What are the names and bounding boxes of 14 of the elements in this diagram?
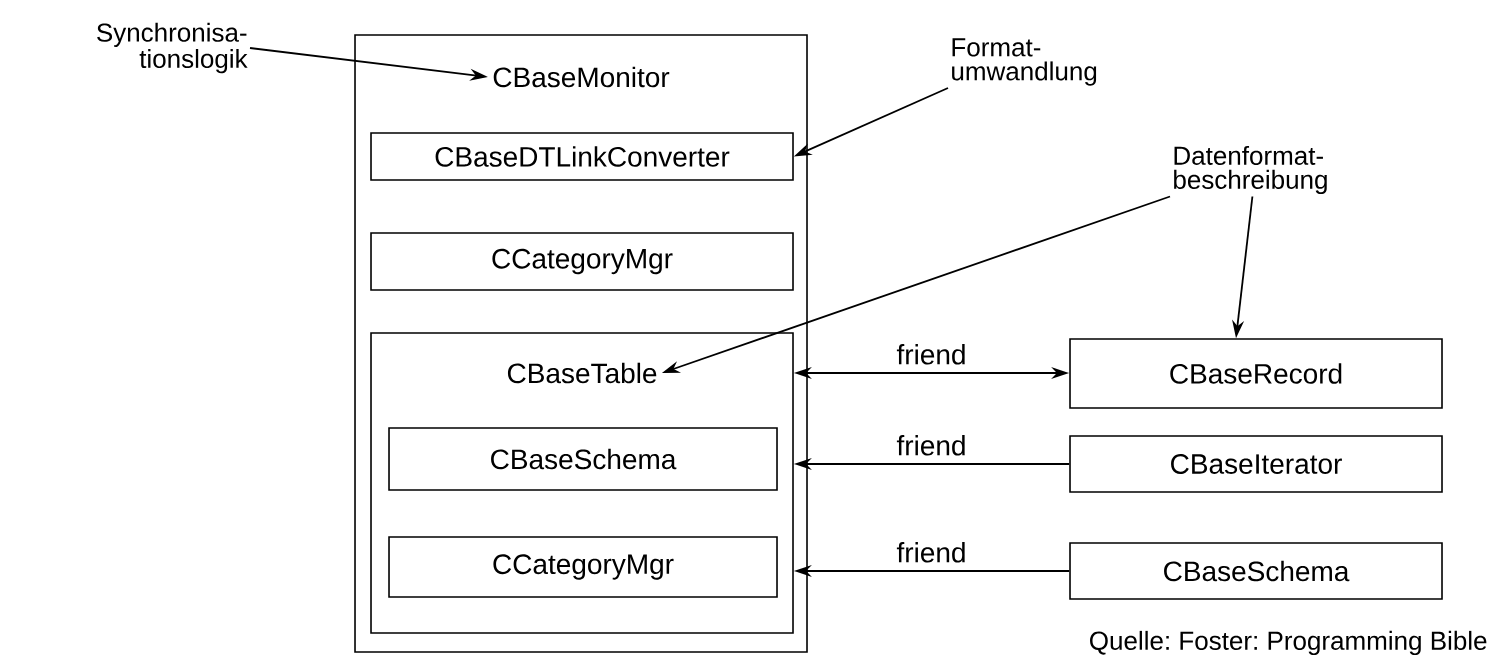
edge-label: friend <box>894 540 969 565</box>
source-note: Quelle: Foster: Programming Bible <box>1090 630 1487 656</box>
class-box: CCategoryMgr <box>370 232 794 291</box>
class-box: CBaseIterator <box>1069 435 1443 493</box>
edge-label: friend <box>894 433 969 458</box>
edge-label: friend <box>894 342 969 367</box>
annotation-text: Datenformat- beschreibung <box>1174 145 1327 195</box>
annotation-text: Synchronisa- tionslogik <box>97 22 248 74</box>
class-box: CBaseSchema <box>388 427 778 491</box>
class-box: CCategoryMgr <box>388 536 778 598</box>
class-box: CBaseSchema <box>1069 542 1443 600</box>
annotation-text: Format- umwandlung <box>952 38 1097 86</box>
class-box: CBaseRecord <box>1069 338 1443 409</box>
class-box: CBaseDTLinkConverter <box>370 132 794 181</box>
